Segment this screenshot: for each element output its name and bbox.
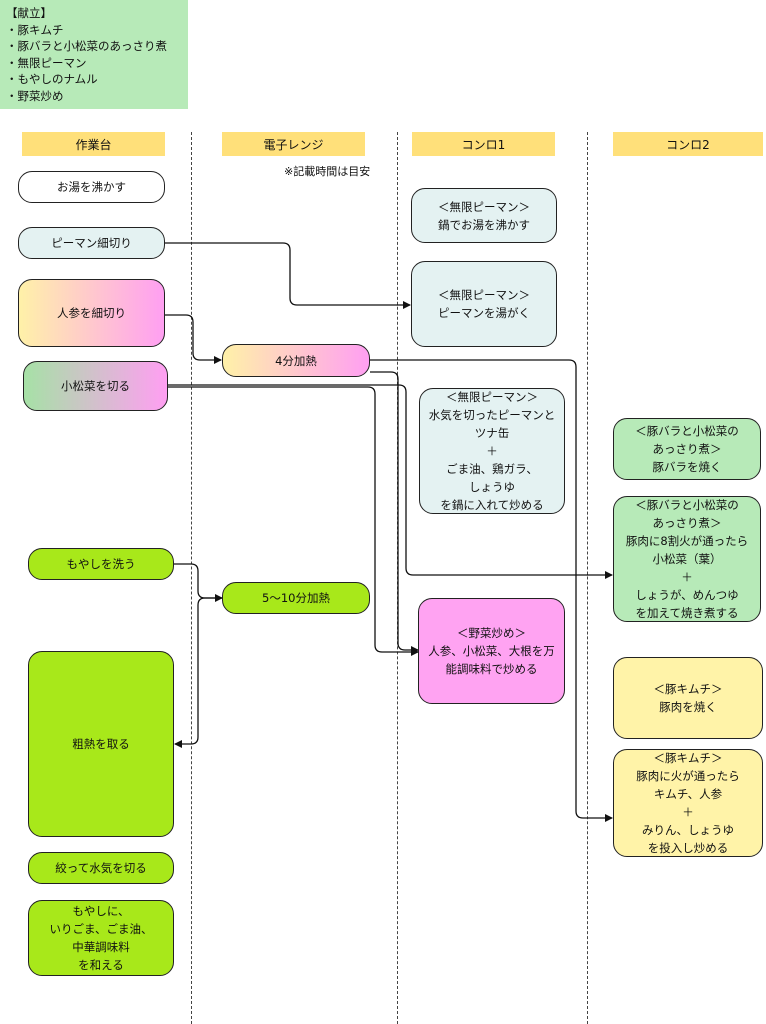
column-header-microwave: 電子レンジ xyxy=(222,132,365,156)
step-dress-sprouts: もやしに、 いりごま、ごま油、 中華調味料 を和える xyxy=(28,900,174,976)
edge-heat-to-vegfry xyxy=(370,371,419,654)
edge-sprouts-to-heat xyxy=(174,563,223,602)
edge-carrot-to-heat xyxy=(165,314,222,364)
step-cut-komatsuna: 小松菜を切る xyxy=(23,361,168,411)
step-heat-4min: 4分加熱 xyxy=(222,344,370,377)
step-squeeze: 絞って水気を切る xyxy=(28,852,174,884)
menu-item: 豚キムチ xyxy=(6,22,182,39)
menu-item: 無限ピーマン xyxy=(6,55,182,72)
step-pork-bake: ＜豚バラと小松菜の あっさり煮＞ 豚バラを焼く xyxy=(613,418,761,480)
step-vegetable-fry: ＜野菜炒め＞ 人参、小松菜、大根を万 能調味料で炒める xyxy=(418,598,565,704)
menu-item: もやしのナムル xyxy=(6,71,182,88)
menu-item: 豚バラと小松菜のあっさり煮 xyxy=(6,38,182,55)
menu-box: 【献立】 豚キムチ 豚バラと小松菜のあっさり煮 無限ピーマン もやしのナムル 野… xyxy=(0,0,188,109)
menu-item: 野菜炒め xyxy=(6,88,182,105)
lane-divider xyxy=(587,132,588,1024)
step-cool-down: 粗熱を取る xyxy=(28,651,174,837)
step-kimchi-bake: ＜豚キムチ＞ 豚肉を焼く xyxy=(613,657,763,739)
step-heat-5-10min: 5～10分加熱 xyxy=(222,582,370,614)
step-pepper-blanch: ＜無限ピーマン＞ ピーマンを湯がく xyxy=(411,261,557,347)
column-header-workbench: 作業台 xyxy=(22,132,165,156)
edge-pepper-to-blanch xyxy=(165,242,411,309)
lane-divider xyxy=(397,132,398,1024)
step-boil-water: お湯を沸かす xyxy=(18,171,165,203)
column-header-stove1: コンロ1 xyxy=(412,132,555,156)
step-pepper-boil: ＜無限ピーマン＞ 鍋でお湯を沸かす xyxy=(411,188,557,243)
step-wash-sprouts: もやしを洗う xyxy=(28,548,174,580)
step-pork-simmer: ＜豚バラと小松菜の あっさり煮＞ 豚肉に8割火が通ったら 小松菜（葉） ＋ しょ… xyxy=(613,496,761,622)
step-cut-pepper: ピーマン細切り xyxy=(18,227,165,259)
lane-divider xyxy=(191,132,192,1024)
menu-title: 【献立】 xyxy=(6,6,52,20)
step-pepper-fry: ＜無限ピーマン＞ 水気を切ったピーマンと ツナ缶 ＋ ごま油、鶏ガラ、 しょうゆ… xyxy=(419,388,565,514)
step-kimchi-fry: ＜豚キムチ＞ 豚肉に火が通ったら キムチ、人参 ＋ みりん、しょうゆ を投入し炒… xyxy=(613,749,763,857)
edge-heat-to-cool xyxy=(174,597,222,748)
column-header-stove2: コンロ2 xyxy=(613,132,763,156)
time-note: ※記載時間は目安 xyxy=(284,165,371,178)
step-cut-carrot: 人参を細切り xyxy=(18,279,165,347)
